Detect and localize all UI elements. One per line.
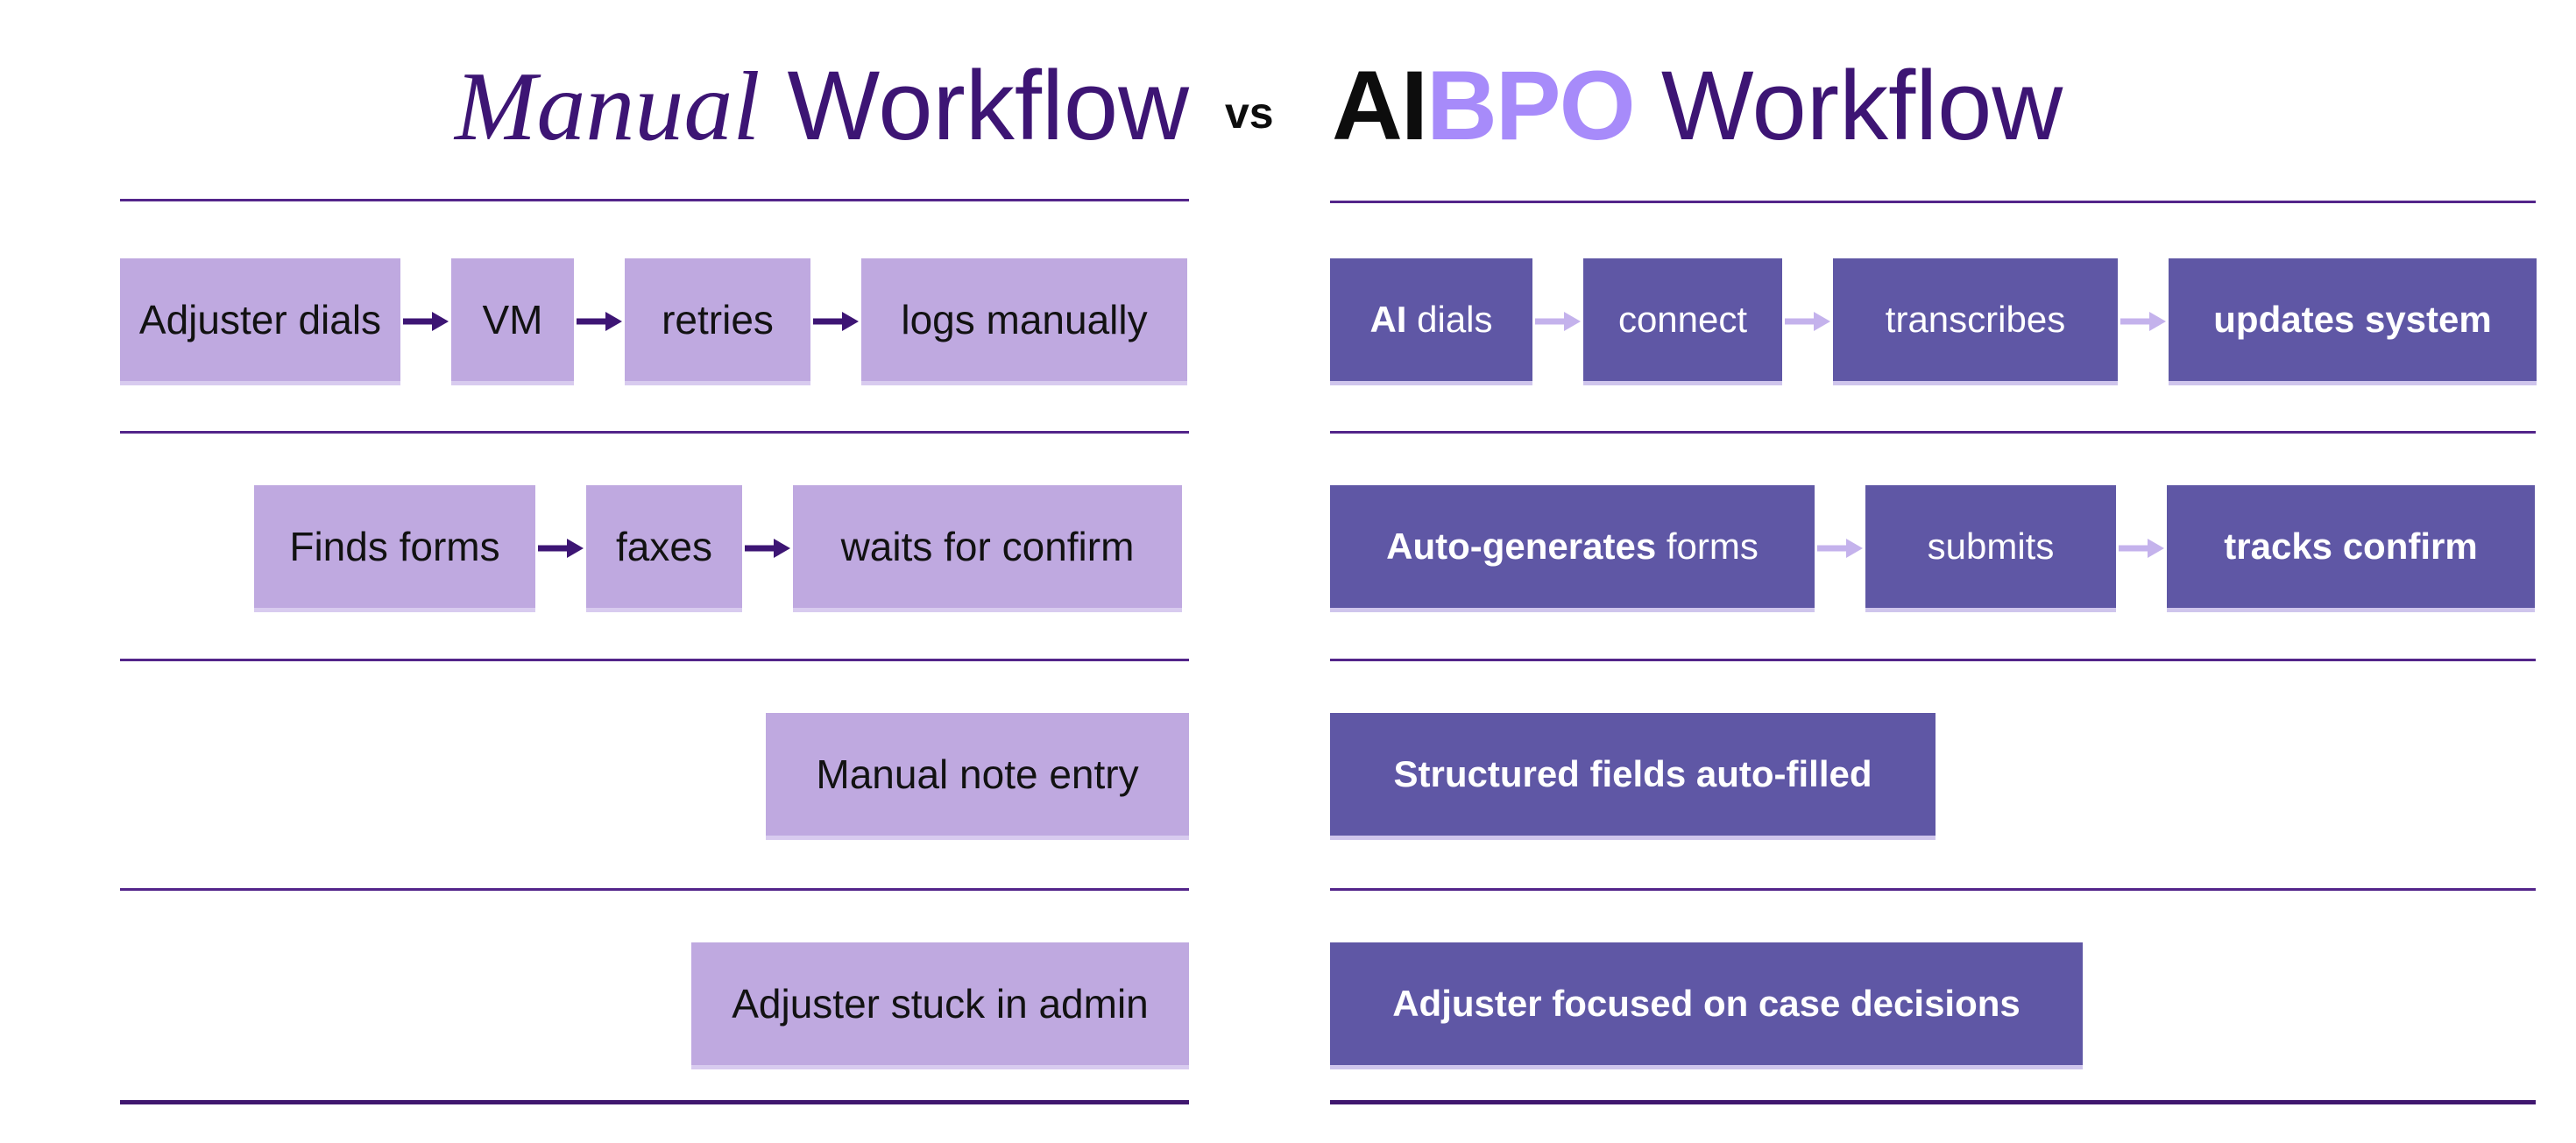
step-label: AI dials xyxy=(1369,299,1492,341)
workflow-step-box: Manual note entry xyxy=(766,712,1189,840)
step-label: updates system xyxy=(2213,299,2491,341)
arrow-right-icon xyxy=(1782,309,1833,334)
row-divider-left-2 xyxy=(120,659,1189,661)
manual-row-3: Manual note entry xyxy=(120,712,1189,840)
aibpo-row-1: AI dials connect transcribes updates sys… xyxy=(1330,258,2537,385)
aibpo-row-2: Auto-generates forms submits tracks conf… xyxy=(1330,484,2536,612)
row-divider-left-3 xyxy=(120,888,1189,891)
step-label-rest: transcribes xyxy=(1885,298,2066,340)
step-label: VM xyxy=(482,296,543,342)
workflow-step-box: Finds forms xyxy=(254,484,535,612)
step-label: submits xyxy=(1928,526,2055,568)
manual-row-4: Adjuster stuck in admin xyxy=(120,942,1189,1069)
step-label: Auto-generates forms xyxy=(1386,526,1759,568)
title-aibpo-workflow: Workflow xyxy=(1633,51,2063,160)
workflow-step-box: logs manually xyxy=(861,258,1187,385)
step-label: connect xyxy=(1618,299,1747,341)
step-label: tracks confirm xyxy=(2224,526,2477,568)
workflow-step-box: transcribes xyxy=(1833,258,2118,385)
title-underline-right xyxy=(1330,201,2536,203)
aibpo-workflow-title: AIBPO Workflow xyxy=(1332,54,2537,158)
arrow-right-icon xyxy=(574,309,625,334)
workflow-step-box: Structured fields auto-filled xyxy=(1330,712,1936,840)
step-label-rest: submits xyxy=(1927,525,2055,567)
title-manual-workflow: Workflow xyxy=(760,51,1189,160)
arrow-right-icon xyxy=(400,309,451,334)
step-label-bold: tracks confirm xyxy=(2224,525,2478,567)
workflow-step-box: Adjuster focused on case decisions xyxy=(1330,942,2083,1069)
title-manual-italic: Manual xyxy=(455,53,761,161)
title-ai: AI xyxy=(1332,51,1428,160)
workflow-step-box: VM xyxy=(451,258,574,385)
row-divider-right-3 xyxy=(1330,888,2536,891)
row-divider-right-1 xyxy=(1330,431,2536,434)
workflow-step-box: connect xyxy=(1583,258,1782,385)
row-divider-right-2 xyxy=(1330,659,2536,661)
step-label: retries xyxy=(662,296,774,342)
step-label: logs manually xyxy=(901,296,1148,342)
manual-workflow-title: Manual Workflow xyxy=(120,54,1189,159)
title-bpo: BPO xyxy=(1426,51,1636,160)
step-label: Finds forms xyxy=(289,523,500,569)
step-label: Adjuster focused on case decisions xyxy=(1392,983,2020,1025)
step-label: Structured fields auto-filled xyxy=(1393,753,1872,795)
step-label: Adjuster dials xyxy=(138,296,382,342)
step-label-bold: Structured fields auto-filled xyxy=(1393,752,1872,794)
workflow-step-box: waits for confirm xyxy=(793,484,1182,612)
arrow-right-icon xyxy=(2116,536,2167,561)
workflow-step-box: faxes xyxy=(586,484,742,612)
bottom-line-right xyxy=(1330,1100,2536,1104)
row-divider-left-1 xyxy=(120,431,1189,434)
vs-label: vs xyxy=(1225,88,1274,138)
workflow-step-box: updates system xyxy=(2169,258,2537,385)
arrow-right-icon xyxy=(2118,309,2169,334)
workflow-step-box: AI dials xyxy=(1330,258,1532,385)
workflow-step-box: Adjuster dials xyxy=(120,258,400,385)
bottom-line-left xyxy=(120,1100,1189,1104)
arrow-right-icon xyxy=(742,536,793,561)
step-label: faxes xyxy=(616,523,712,569)
arrow-right-icon xyxy=(1815,536,1865,561)
workflow-step-box: tracks confirm xyxy=(2167,484,2535,612)
manual-row-1: Adjuster dials VM retries logs manually xyxy=(120,258,1189,385)
step-label-bold: updates system xyxy=(2213,298,2492,340)
workflow-step-box: submits xyxy=(1865,484,2116,612)
workflow-step-box: Adjuster stuck in admin xyxy=(691,942,1189,1069)
step-label: Manual note entry xyxy=(816,751,1139,797)
manual-row-2: Finds forms faxes waits for confirm xyxy=(254,484,1189,612)
title-underline-left xyxy=(120,199,1189,201)
aibpo-row-4: Adjuster focused on case decisions xyxy=(1330,942,2536,1069)
step-label-rest: connect xyxy=(1617,298,1748,340)
arrow-right-icon xyxy=(535,536,586,561)
aibpo-row-3: Structured fields auto-filled xyxy=(1330,712,2536,840)
step-label-bold: AI xyxy=(1369,298,1407,340)
step-label-bold: Auto-generates xyxy=(1386,525,1657,567)
arrow-right-icon xyxy=(810,309,861,334)
step-label-bold: Adjuster focused on case decisions xyxy=(1392,982,2020,1024)
step-label-rest: dials xyxy=(1406,298,1493,340)
step-label: waits for confirm xyxy=(840,523,1135,569)
workflow-step-box: retries xyxy=(625,258,810,385)
step-label-rest: forms xyxy=(1656,525,1759,567)
step-label: Adjuster stuck in admin xyxy=(732,980,1149,1027)
workflow-step-box: Auto-generates forms xyxy=(1330,484,1815,612)
step-label: transcribes xyxy=(1886,299,2065,341)
arrow-right-icon xyxy=(1532,309,1583,334)
